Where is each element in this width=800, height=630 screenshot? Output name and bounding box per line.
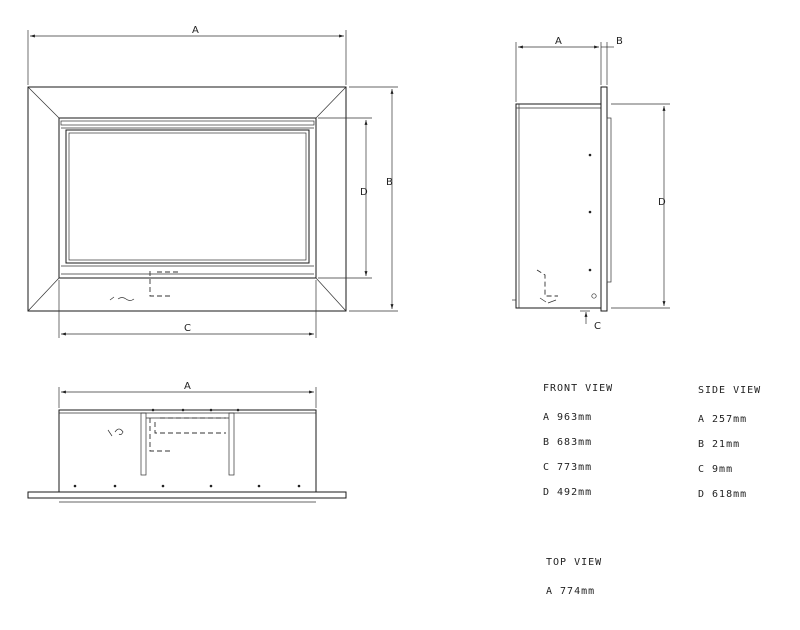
top-front-plate [27,491,347,499]
front-view-row-a: A 963mm [543,412,593,423]
side-view-row-d: D 618mm [698,489,748,500]
front-dim-d-label: D [360,187,368,198]
side-view-table: SIDE VIEW A 257mm B 21mm C 9mm D 618mm [698,385,761,514]
top-view: A [27,381,347,503]
top-body [58,409,317,493]
front-dim-b-label: B [386,177,393,188]
side-view: A B D C [512,36,670,332]
front-dim-c-label: C [184,323,191,334]
side-front-plate [600,86,608,312]
side-view-row-a: A 257mm [698,414,748,425]
side-view-title: SIDE VIEW [698,385,762,396]
front-view-row-c: C 773mm [543,462,593,473]
top-hidden-burner [149,418,170,452]
front-dim-a-label: A [192,25,199,36]
front-hidden-control [149,271,172,297]
front-view-table: FRONT VIEW A 963mm B 683mm C 773mm D 492… [543,383,613,512]
top-view-table: TOP VIEW A 774mm [546,557,602,611]
side-view-row-c: C 9mm [698,464,734,475]
front-view-row-d: D 492mm [543,487,593,498]
front-view-row-b: B 683mm [543,437,593,448]
top-view-title: TOP VIEW [546,557,603,568]
front-glass [65,129,310,264]
side-dim-a-label: A [555,36,562,47]
side-dim-d-label: D [658,197,666,208]
front-opening [58,117,317,279]
side-dim-b-label: B [616,36,623,47]
front-view-title: FRONT VIEW [543,383,614,394]
top-dim-a-label: A [184,381,191,392]
front-view: A B D C [27,25,398,338]
side-dim-c-label: C [594,321,601,332]
side-view-row-b: B 21mm [698,439,741,450]
side-body [515,103,602,309]
side-hidden-valve [536,269,558,297]
top-view-row-a: A 774mm [546,586,596,597]
front-surround-outer [27,86,347,312]
